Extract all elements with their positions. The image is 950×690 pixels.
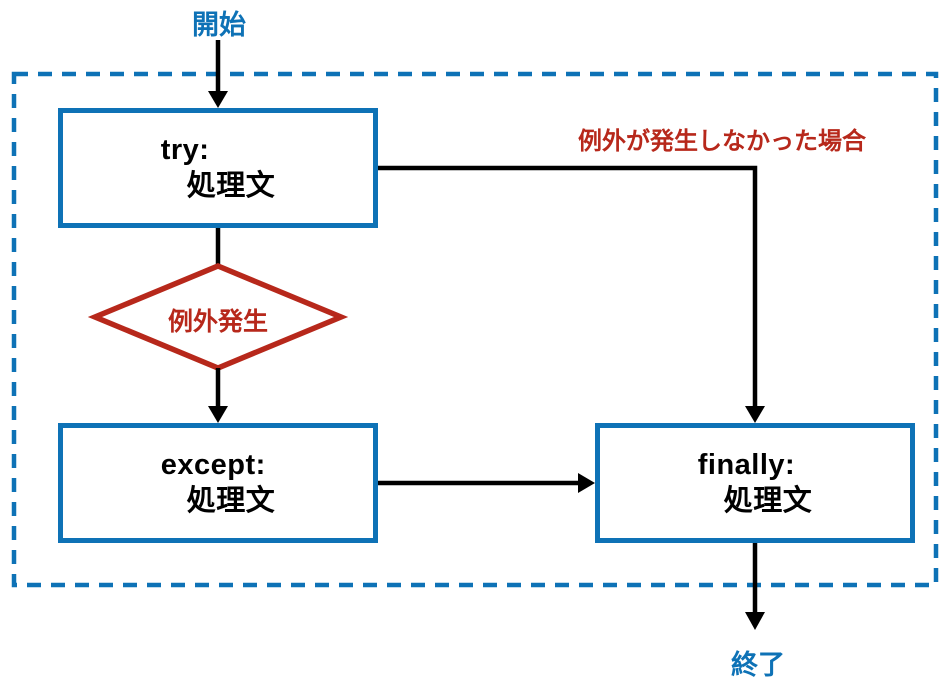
- try-keyword: try:: [160, 134, 210, 166]
- dashed-scope-boundary: [11, 71, 939, 588]
- arrow-try-to-finally-line: [378, 165, 758, 408]
- no-exception-edge-label: 例外が発生しなかった場合: [578, 128, 866, 155]
- try-node-text: try: 処理文: [161, 132, 276, 204]
- arrow-decision-to-except-head: [208, 406, 228, 423]
- except-node-text: except: 処理文: [161, 447, 276, 519]
- finally-node: finally: 処理文: [595, 423, 915, 543]
- try-body: 処理文: [186, 170, 276, 202]
- except-keyword: except:: [160, 449, 266, 481]
- finally-node-text: finally: 処理文: [698, 447, 813, 519]
- arrow-finally-to-end-head: [745, 612, 765, 630]
- arrow-try-to-finally-head: [745, 406, 765, 423]
- decision-label: 例外発生: [167, 308, 268, 336]
- end-label: 終了: [731, 650, 785, 680]
- try-node: try: 処理文: [58, 108, 378, 228]
- arrow-except-to-finally-head: [578, 473, 595, 493]
- except-body: 処理文: [186, 485, 276, 517]
- arrow-start-to-try-head: [208, 91, 228, 108]
- finally-keyword: finally:: [697, 449, 796, 481]
- finally-body: 処理文: [723, 485, 813, 517]
- start-label: 開始: [192, 10, 246, 40]
- except-node: except: 処理文: [58, 423, 378, 543]
